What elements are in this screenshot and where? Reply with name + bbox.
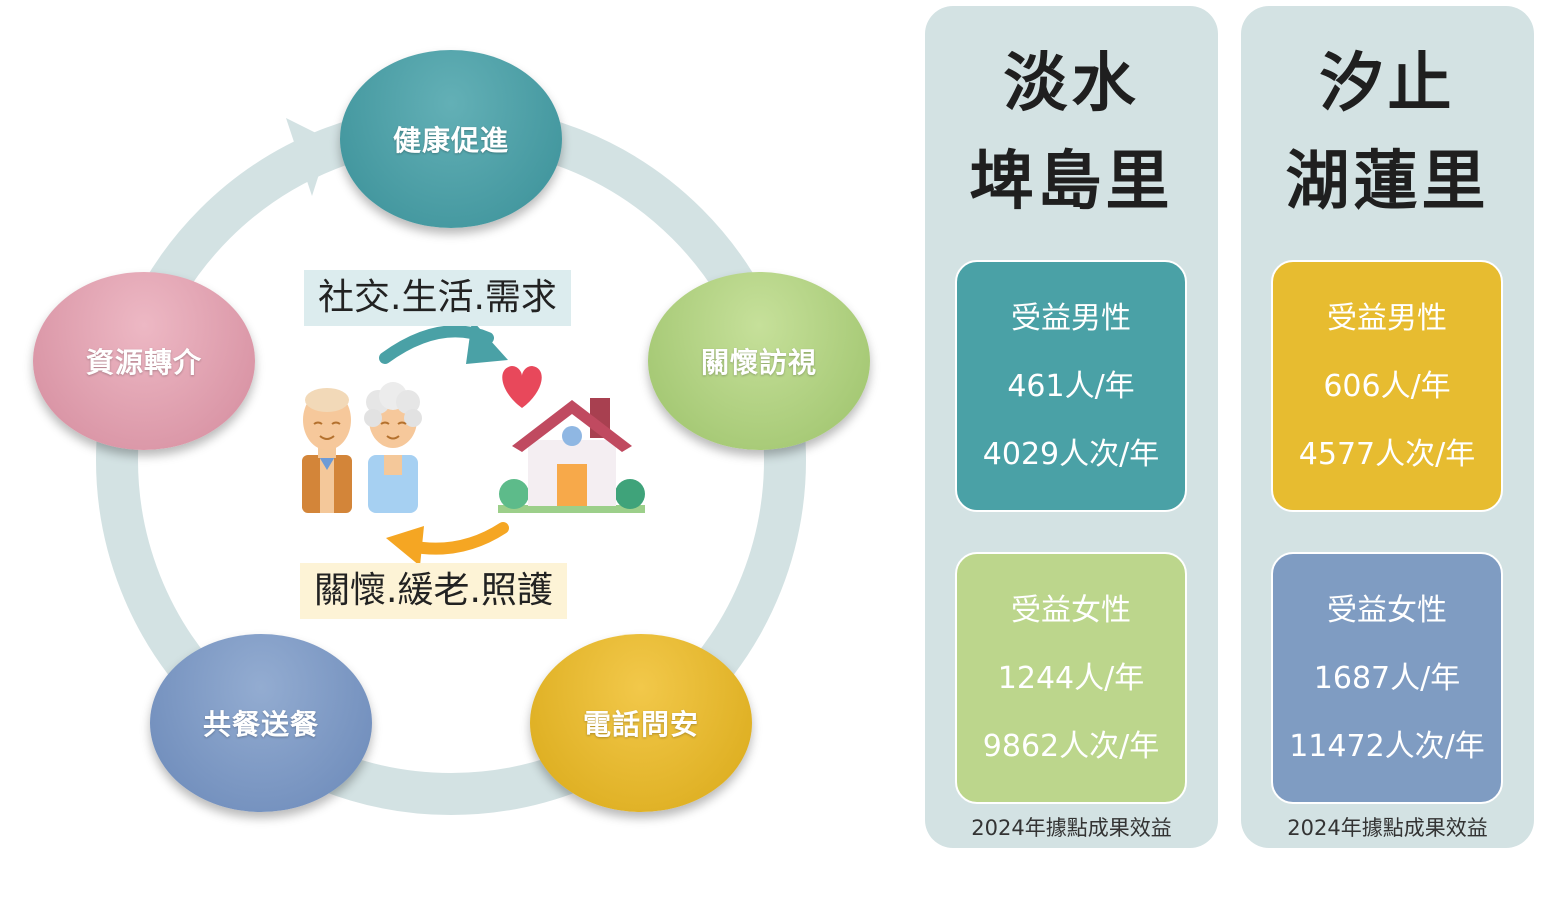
node-meal-service: 共餐送餐 xyxy=(150,634,372,812)
card-visits: 11472人次/年 xyxy=(1289,729,1485,764)
cycle-arrowhead xyxy=(286,118,330,196)
male-beneficiary-card: 受益男性 461人/年 4029人次/年 xyxy=(955,260,1187,512)
card-visits: 4029人次/年 xyxy=(982,437,1160,472)
card-people: 1687人/年 xyxy=(1313,661,1461,696)
heart-icon xyxy=(502,366,542,408)
orange-curved-arrow xyxy=(404,522,509,555)
orange-arrowhead xyxy=(386,526,424,566)
panel-footnote: 2024年據點成果效益 xyxy=(1287,816,1488,840)
node-phone-label: 電話問安 xyxy=(582,708,699,741)
female-beneficiary-card: 受益女性 1687人/年 11472人次/年 xyxy=(1271,552,1503,804)
panel-footnote: 2024年據點成果效益 xyxy=(971,816,1172,840)
panel-tamsui: 淡水 埤島里 受益男性 461人/年 4029人次/年 受益女性 1244人/年… xyxy=(925,6,1218,848)
card-title: 受益女性 xyxy=(1011,593,1131,628)
panel-place-line1: 汐止 xyxy=(1319,47,1456,121)
node-health-label: 健康促進 xyxy=(392,124,509,157)
node-resource-referral: 資源轉介 xyxy=(33,272,255,450)
house-illustration xyxy=(498,398,645,513)
node-referral-label: 資源轉介 xyxy=(85,346,202,379)
male-beneficiary-card: 受益男性 606人/年 4577人次/年 xyxy=(1271,260,1503,512)
card-visits: 9862人次/年 xyxy=(982,729,1160,764)
panel-place-line2: 埤島里 xyxy=(969,145,1174,219)
panel-place-line2: 湖蓮里 xyxy=(1285,145,1490,219)
elderly-couple-illustration xyxy=(302,382,422,513)
teal-arrowhead xyxy=(466,320,508,364)
node-health-promotion: 健康促進 xyxy=(340,50,562,228)
node-phone-greeting: 電話問安 xyxy=(530,634,752,812)
node-care-visit: 關懷訪視 xyxy=(648,272,870,450)
panel-xizhi: 汐止 湖蓮里 受益男性 606人/年 4577人次/年 受益女性 1687人/年… xyxy=(1241,6,1534,848)
node-visit-label: 關懷訪視 xyxy=(700,346,817,379)
card-people: 606人/年 xyxy=(1323,369,1451,404)
card-title: 受益男性 xyxy=(1327,301,1447,336)
card-people: 1244人/年 xyxy=(997,661,1145,696)
card-title: 受益男性 xyxy=(1011,301,1131,336)
card-people: 461人/年 xyxy=(1007,369,1135,404)
card-visits: 4577人次/年 xyxy=(1298,437,1476,472)
center-label-top: 社交.生活.需求 xyxy=(304,270,571,326)
node-meal-label: 共餐送餐 xyxy=(202,708,319,741)
female-beneficiary-card: 受益女性 1244人/年 9862人次/年 xyxy=(955,552,1187,804)
panel-place-line1: 淡水 xyxy=(1003,47,1140,121)
card-title: 受益女性 xyxy=(1327,593,1447,628)
center-label-bottom: 關懷.緩老.照護 xyxy=(300,563,567,619)
